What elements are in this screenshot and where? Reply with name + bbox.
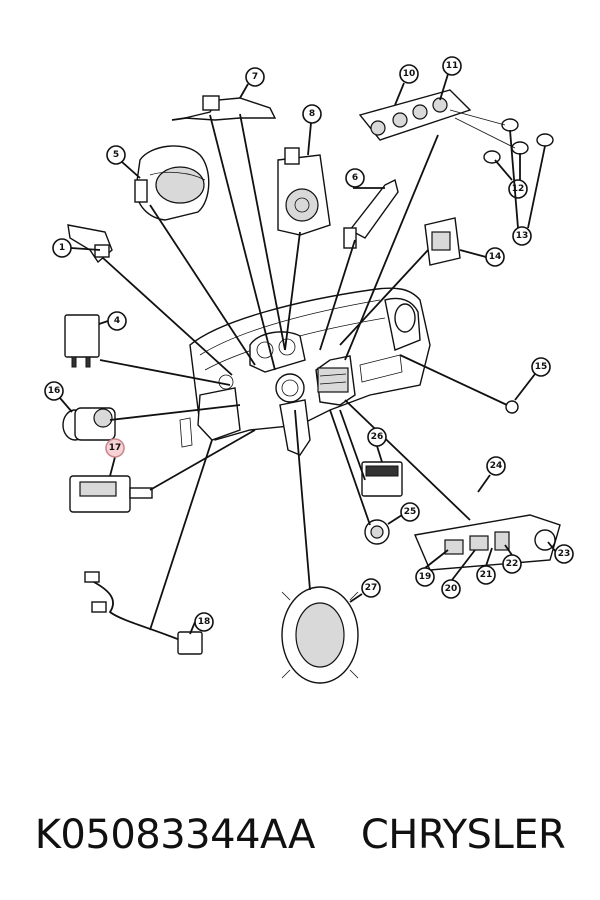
- callout-25-label: 25: [404, 507, 417, 517]
- callout-19: 19: [415, 549, 449, 587]
- callout-11-label: 11: [446, 61, 459, 71]
- callout-10: 10: [394, 64, 419, 106]
- part-7-multifunction-lever: [171, 95, 277, 121]
- callout-24-label: 24: [490, 461, 503, 471]
- callout-20: 20: [441, 549, 476, 599]
- callout-1: 1: [52, 238, 101, 258]
- callout-14: 14: [459, 247, 505, 267]
- leader-lines: [99, 113, 508, 631]
- part-14-switch: [424, 217, 461, 266]
- part-19-23-hvac-control: [414, 514, 561, 571]
- callout-5-label: 5: [113, 150, 119, 160]
- part-1-switch: [67, 224, 113, 264]
- callout-16: 16: [44, 381, 73, 413]
- part-17-switch: [69, 475, 153, 513]
- callout-17: 17: [105, 438, 125, 477]
- part-12-13-knobs: [449, 109, 554, 164]
- part-26-module: [361, 461, 403, 497]
- caption: K05083344AA CHRYSLER: [0, 800, 600, 870]
- callout-17-label: 17: [109, 443, 122, 453]
- callout-20-label: 20: [445, 584, 458, 594]
- callout-26-label: 26: [371, 432, 384, 442]
- callout-16-label: 16: [48, 386, 61, 396]
- callout-4: 4: [98, 311, 127, 331]
- part-16-switch: [62, 407, 116, 441]
- part-4-module: [64, 314, 100, 368]
- callout-5: 5: [106, 145, 141, 179]
- callout-8-label: 8: [309, 109, 315, 119]
- callout-21-label: 21: [480, 570, 493, 580]
- callout-22: 22: [502, 544, 522, 574]
- callout-23: 23: [547, 541, 574, 564]
- instrument-panel: [179, 287, 431, 456]
- callout-15-label: 15: [535, 362, 548, 372]
- callout-26: 26: [367, 427, 387, 463]
- part-27-ring: [281, 586, 359, 684]
- callout-1-label: 1: [59, 243, 65, 253]
- part-15-sensor: [505, 400, 519, 414]
- callout-4-label: 4: [114, 316, 120, 326]
- part-10-bezel: [358, 89, 472, 141]
- brand-name: CHRYSLER: [360, 812, 566, 858]
- callout-8: 8: [302, 104, 322, 156]
- callout-25: 25: [387, 502, 420, 525]
- part-6-wiper-lever: [343, 178, 399, 249]
- callout-27: 27: [349, 578, 381, 603]
- callout-21: 21: [476, 547, 496, 585]
- callout-13-label: 13: [516, 231, 529, 241]
- callout-18-label: 18: [198, 617, 211, 627]
- part-8-ignition-switch: [277, 147, 331, 236]
- callout-15: 15: [514, 357, 551, 401]
- callout-11: 11: [439, 56, 462, 101]
- part-18-wiring-harness: [84, 571, 203, 655]
- callout-13: 13: [509, 129, 546, 246]
- callout-7: 7: [239, 67, 265, 99]
- callout-7-label: 7: [252, 72, 258, 82]
- part-5-clockspring: [134, 145, 210, 221]
- callout-12: 12: [494, 153, 528, 199]
- callout-22-label: 22: [506, 559, 519, 569]
- callout-6-label: 6: [352, 173, 358, 183]
- callout-19-label: 19: [419, 572, 432, 582]
- callout-12-label: 12: [512, 184, 525, 194]
- callout-14-label: 14: [489, 252, 502, 262]
- callout-23-label: 23: [558, 549, 571, 559]
- callout-24: 24: [477, 456, 506, 493]
- part-number: K05083344AA: [34, 812, 316, 858]
- exploded-parts-diagram: 1 4 5 6 7 8 10 11 12 13 14 15 16 17 18 1…: [44, 56, 574, 684]
- callout-18: 18: [189, 612, 214, 635]
- callout-10-label: 10: [403, 69, 416, 79]
- callout-6: 6: [345, 168, 385, 189]
- part-25-knob: [364, 519, 390, 545]
- callout-27-label: 27: [365, 583, 378, 593]
